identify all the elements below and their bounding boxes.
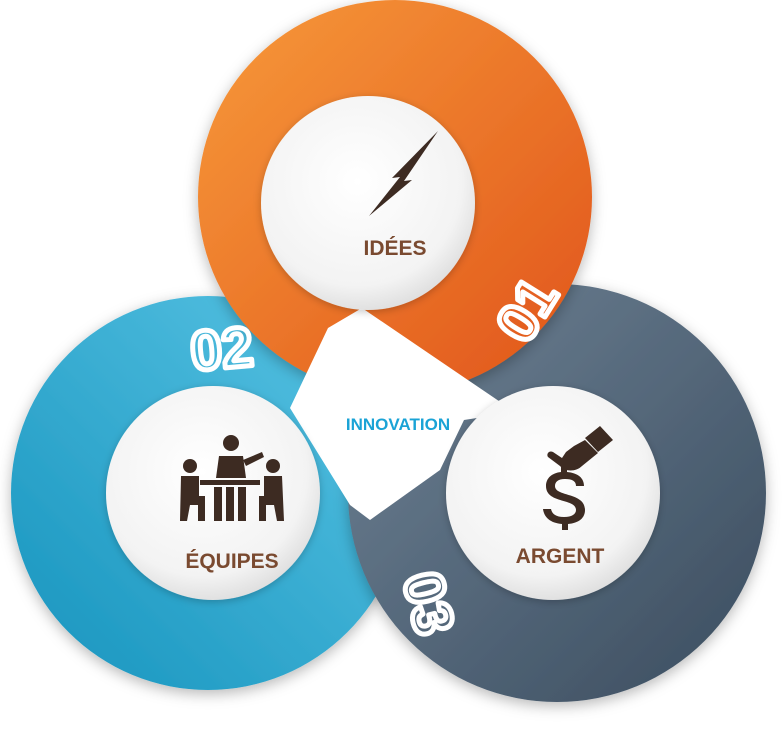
ring-label-03: ARGENT bbox=[516, 545, 605, 568]
inner-circle-02 bbox=[106, 386, 320, 600]
ring-label-02: ÉQUIPES bbox=[185, 550, 278, 573]
center-panel bbox=[290, 308, 515, 520]
lightning-icon bbox=[369, 131, 438, 216]
hand-money-icon bbox=[543, 426, 613, 530]
team-meeting-icon bbox=[180, 435, 284, 521]
ring-label-01: IDÉES bbox=[363, 237, 426, 260]
inner-circle-01 bbox=[261, 96, 475, 310]
ring-number-02: 02 bbox=[188, 314, 256, 382]
center-label: INNOVATION bbox=[346, 415, 450, 434]
